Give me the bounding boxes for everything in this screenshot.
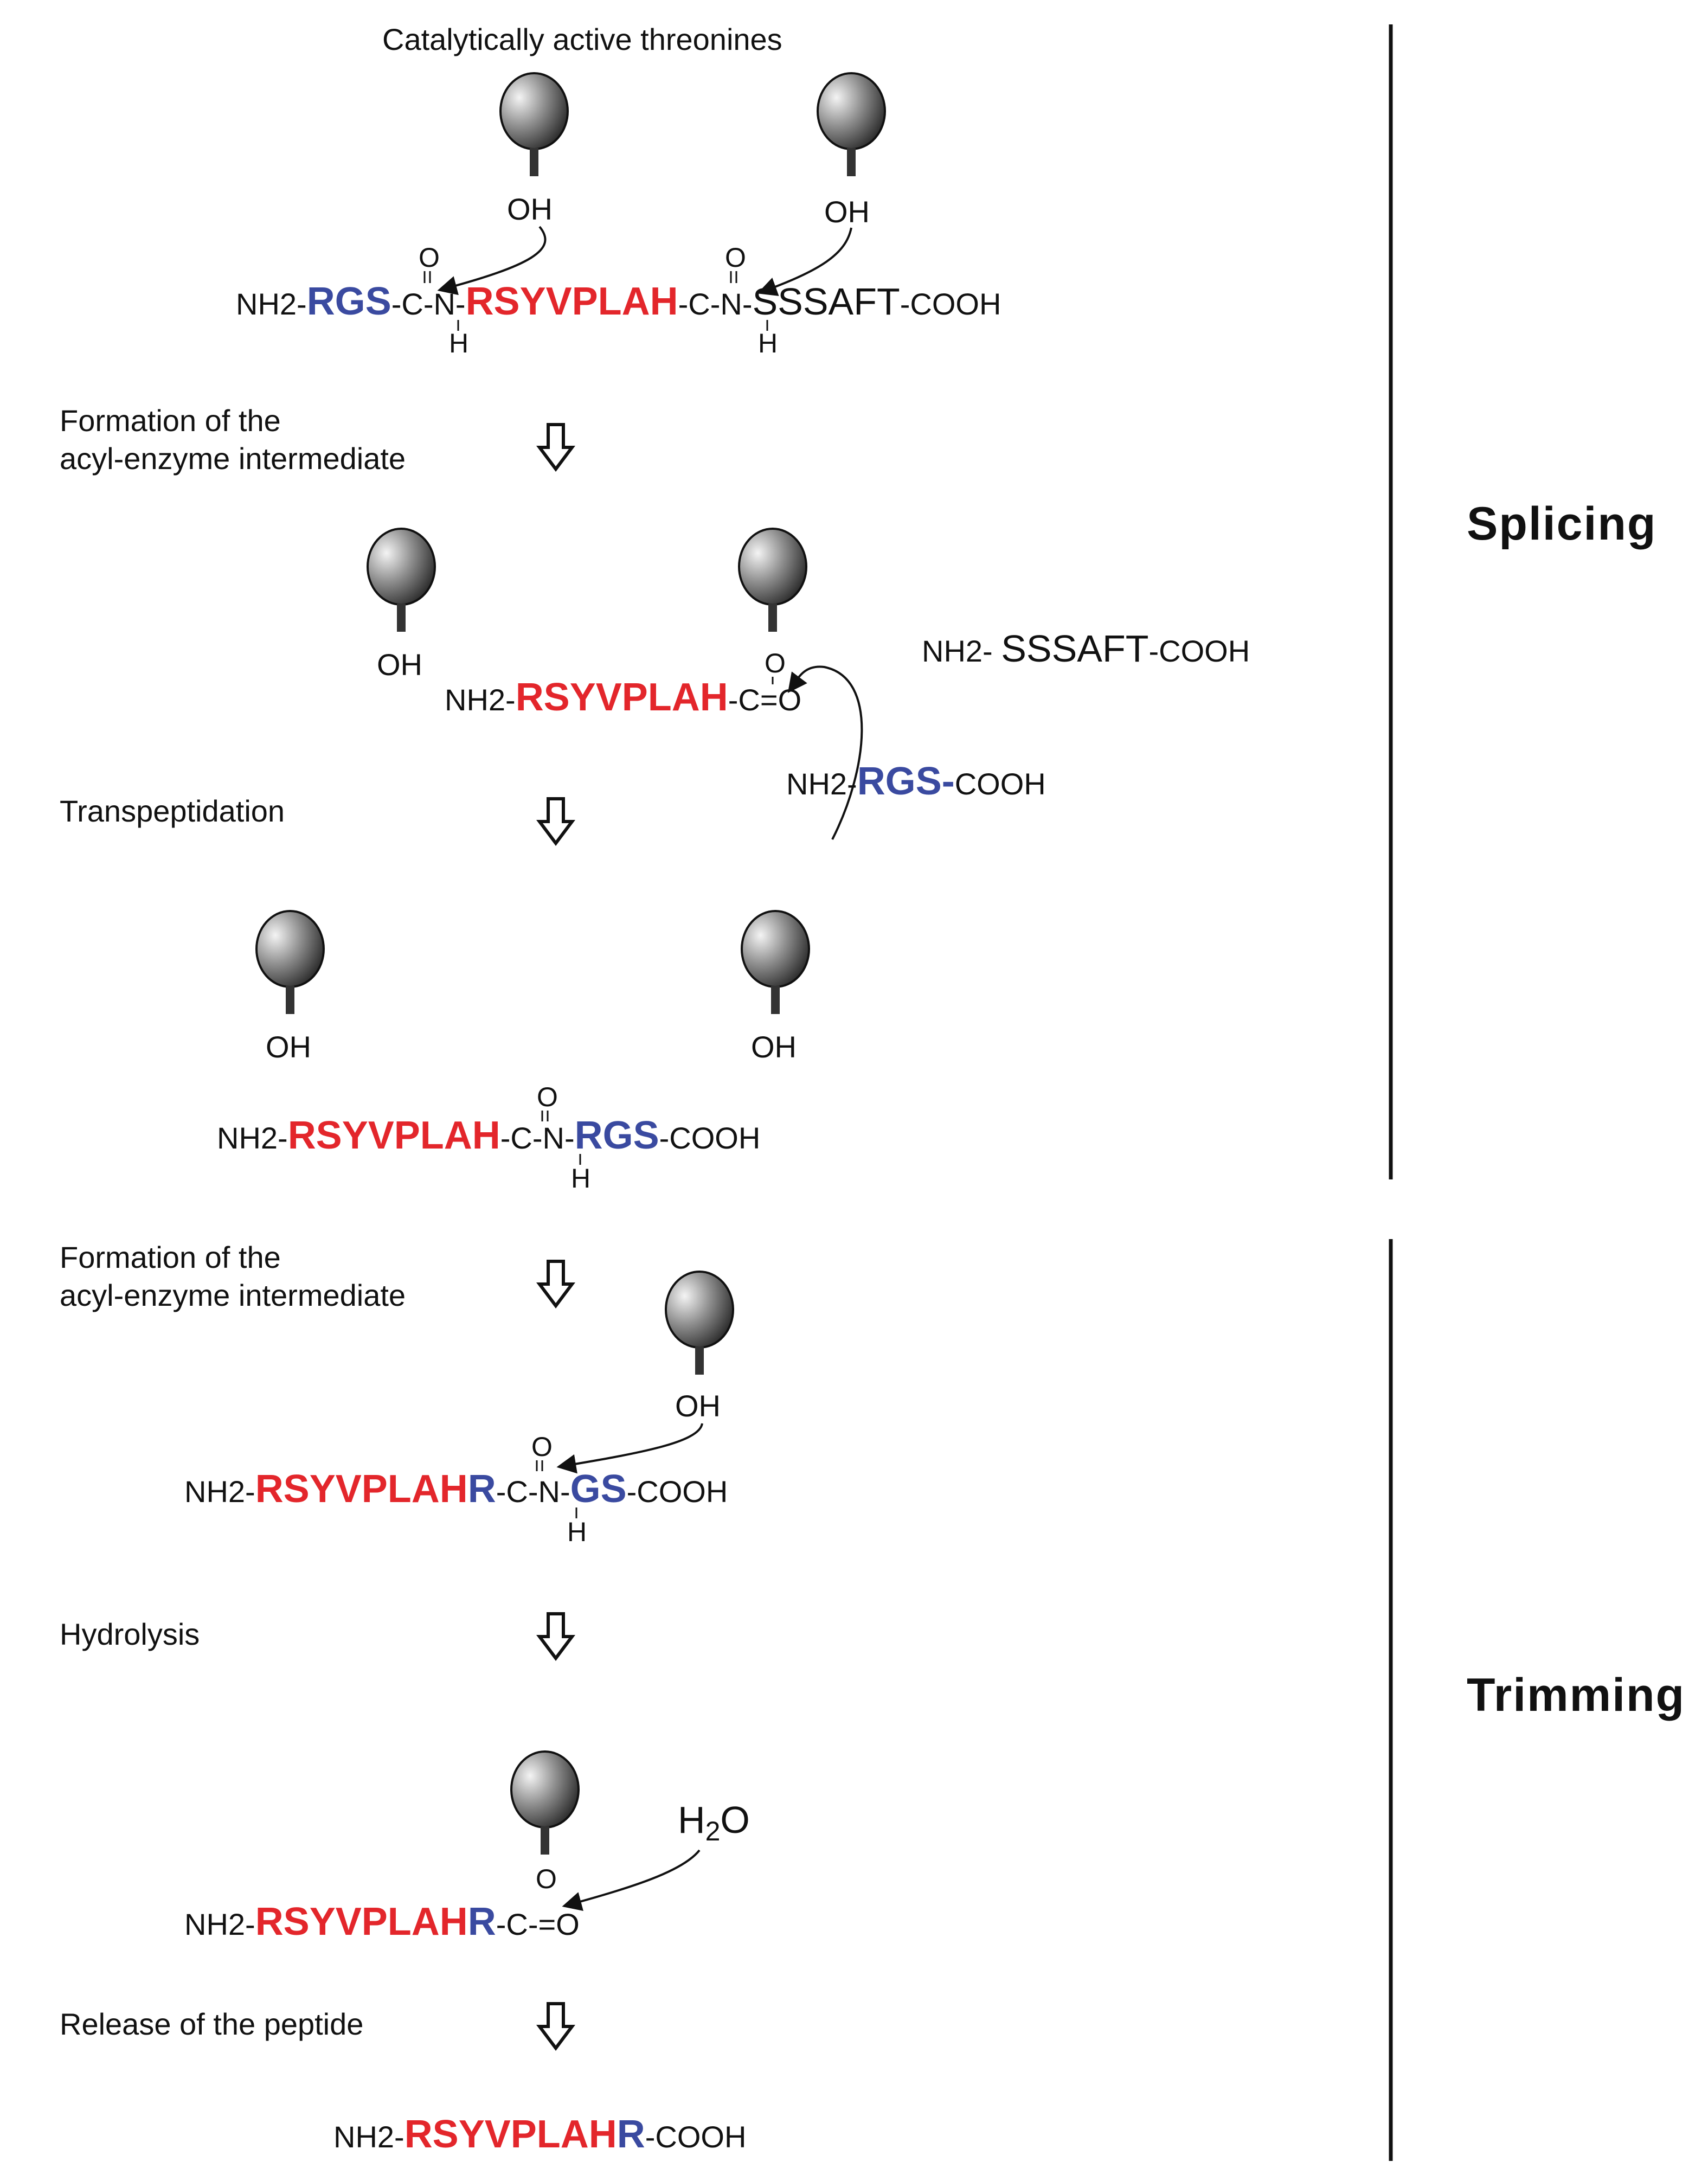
amide-hydrogen: H bbox=[571, 1163, 590, 1194]
final-peptide: NH2-RSYVPLAHR-COOH bbox=[333, 2113, 746, 2156]
step-label: Formation of the bbox=[60, 1240, 281, 1274]
carbonyl-oxygen: O bbox=[537, 1082, 558, 1112]
step-down-arrow-icon bbox=[540, 425, 572, 469]
step-label: Release of the peptide bbox=[60, 2007, 363, 2041]
threonine-sphere-icon bbox=[741, 910, 810, 1015]
ester-oxygen: O bbox=[765, 648, 786, 678]
threonine-sphere-icon bbox=[367, 528, 436, 633]
step-label: Formation of the bbox=[60, 403, 281, 438]
threonine-sphere-icon bbox=[817, 72, 886, 177]
attack-arrow bbox=[556, 1423, 703, 1474]
ester-oxygen: O bbox=[536, 1864, 557, 1894]
step-label: Transpeptidation bbox=[60, 794, 285, 828]
amide-hydrogen: H bbox=[758, 328, 778, 358]
hydroxyl-label: OH bbox=[751, 1030, 797, 1064]
hydroxyl-label: OH bbox=[824, 195, 870, 229]
step-down-arrow-icon bbox=[540, 2004, 572, 2048]
hydroxyl-label: OH bbox=[266, 1030, 311, 1064]
nucleophile-peptide-rgs: NH2-RGS-COOH bbox=[786, 760, 1046, 803]
hydroxyl-label: OH bbox=[675, 1389, 721, 1423]
hydroxyl-label: OH bbox=[377, 647, 422, 682]
carbonyl-oxygen: O bbox=[531, 1432, 553, 1462]
carbonyl-oxygen: O bbox=[725, 242, 746, 273]
hydroxyl-label: OH bbox=[507, 192, 553, 226]
attack-arrow bbox=[562, 1849, 701, 1911]
attack-arrow bbox=[437, 226, 547, 296]
attack-arrow bbox=[787, 665, 863, 840]
page-title: Catalytically active threonines bbox=[382, 22, 782, 56]
amide-hydrogen: H bbox=[449, 328, 468, 358]
step-down-arrow-icon bbox=[540, 1614, 572, 1658]
step-label: Hydrolysis bbox=[60, 1617, 200, 1651]
threonine-sphere-icon bbox=[510, 1750, 580, 1856]
step-down-arrow-icon bbox=[540, 799, 572, 843]
threonine-sphere-icon bbox=[665, 1271, 734, 1376]
spliced-peptide: NH2-RSYVPLAH-C-N-RGS-COOH bbox=[217, 1114, 760, 1157]
water-molecule: H2O bbox=[678, 1799, 750, 1846]
trimming-substrate-peptide: NH2-RSYVPLAHR-C-N-GS-COOH bbox=[184, 1467, 728, 1511]
attack-arrow bbox=[757, 227, 852, 296]
threonine-sphere-icon bbox=[255, 910, 325, 1015]
acyl-intermediate-peptide: NH2-RSYVPLAH-C=O bbox=[445, 676, 801, 719]
step-label: acyl-enzyme intermediate bbox=[60, 1278, 406, 1312]
carbonyl-oxygen: O bbox=[419, 242, 440, 273]
splicing-label: Splicing bbox=[1467, 498, 1656, 550]
amide-hydrogen: H bbox=[567, 1517, 587, 1547]
trimming-label: Trimming bbox=[1467, 1669, 1685, 1721]
precursor-peptide: NH2-RGS-C-N-RSYVPLAH-C-N-SSSAFT-COOH bbox=[236, 280, 1001, 323]
acyl-enzyme-trimmed-peptide: NH2-RSYVPLAHR-C-=O bbox=[184, 1900, 580, 1943]
step-down-arrow-icon bbox=[540, 1261, 572, 1306]
step-label: acyl-enzyme intermediate bbox=[60, 441, 406, 476]
threonine-sphere-icon bbox=[738, 528, 807, 633]
released-peptide-sssaft: NH2- SSSAFT-COOH bbox=[922, 627, 1250, 670]
threonine-sphere-icon bbox=[499, 72, 569, 177]
